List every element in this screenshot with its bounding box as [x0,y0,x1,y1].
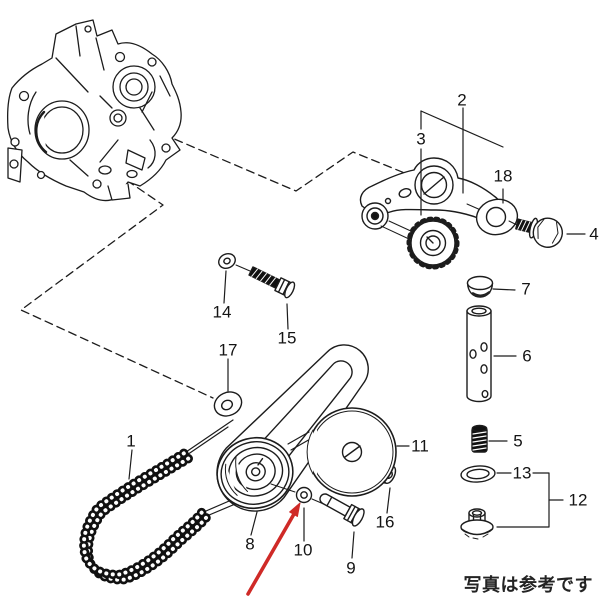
part-17-washer [213,391,243,417]
part-label-3: 3 [416,129,426,149]
part-label-1: 1 [126,431,136,451]
part-label-2: 2 [457,90,467,110]
part-7-cap [466,275,494,298]
part-14-washer [218,253,251,272]
callout-leader-lines [128,107,586,559]
part-label-4: 4 [589,224,599,244]
part-label-8: 8 [245,534,255,554]
part-label-17: 17 [218,340,238,360]
part-4-bolt [515,217,564,248]
part-8-pulley [216,436,294,510]
part-label-16: 16 [375,512,395,532]
part-5-spring [471,424,488,453]
part-label-7: 7 [521,279,531,299]
part-label-9: 9 [346,558,356,578]
caption-text: 写真は参考です [463,575,593,595]
part-1-cam-chain [79,448,211,585]
part-15-bolt [248,266,296,299]
part-6-tube [466,305,492,403]
part-label-10: 10 [293,540,313,560]
part-label-11: 11 [411,436,429,456]
highlight-arrow-icon [246,502,301,596]
part-11-pulley-disc [306,407,397,497]
part-label-14: 14 [212,302,232,322]
part-label-6: 6 [522,346,532,366]
part-10-washer [270,483,327,506]
dashed-leader-lines [20,128,413,399]
part-13-oring [460,465,496,483]
part-label-13: 13 [512,463,532,483]
part-label-5: 5 [513,431,523,451]
part-9-bolt [319,493,365,527]
part-label-12: 12 [568,490,588,510]
part-label-18: 18 [493,166,513,186]
part-18-washer [475,198,519,236]
part-label-15: 15 [277,328,297,348]
part-3-sprocket [406,216,460,270]
part-12-flange-nut [460,508,494,540]
crankcase-drawing [6,19,182,202]
